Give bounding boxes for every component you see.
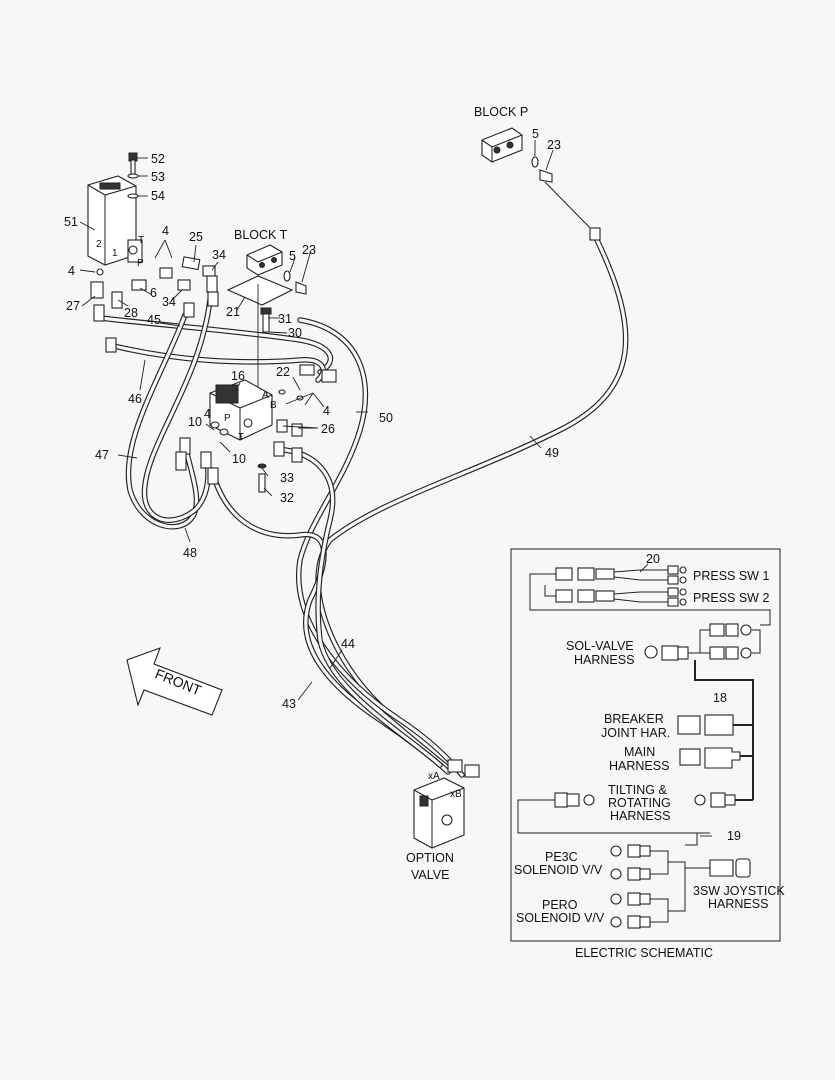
callout-21: 21 xyxy=(226,305,240,319)
port-label-2: 2 xyxy=(96,239,102,250)
press-sw-1-label: PRESS SW 1 xyxy=(693,569,769,583)
option-port-xa: xA xyxy=(428,771,440,782)
block-t-title: BLOCK T xyxy=(234,228,288,242)
sol-valve-harness: SOL-VALVE HARNESS 18 xyxy=(566,623,761,800)
pe3c-label: SOLENOID V/V xyxy=(514,863,603,877)
harness-18-label: 18 xyxy=(713,691,727,705)
valve-port-b: B xyxy=(270,400,277,411)
option-port-xb: xB xyxy=(450,789,462,800)
callout-46: 46 xyxy=(128,392,142,406)
harness-19-label: 19 xyxy=(727,829,741,843)
callout-5: 5 xyxy=(289,249,296,263)
tilting-label: ROTATING xyxy=(608,796,671,810)
callout-31: 31 xyxy=(278,312,292,326)
tilting-label: TILTING & xyxy=(608,783,667,797)
option-valve xyxy=(413,759,480,849)
sol-valve-label: HARNESS xyxy=(574,653,634,667)
callout-50: 50 xyxy=(379,411,393,425)
callout-5: 5 xyxy=(532,127,539,141)
callout-52: 52 xyxy=(151,152,165,166)
pe3c-label: PE3C xyxy=(545,850,578,864)
callout-26: 26 xyxy=(321,422,335,436)
valve-port-p: P xyxy=(224,413,231,424)
callout-44: 44 xyxy=(341,637,355,651)
main-harness-label: MAIN xyxy=(624,745,655,759)
option-valve-title: OPTION xyxy=(406,851,454,865)
main-harness-label: HARNESS xyxy=(609,759,669,773)
valve-port-a: A xyxy=(262,390,269,401)
callout-6: 6 xyxy=(150,286,157,300)
schematic-frame xyxy=(510,548,781,942)
sol-valve-label: SOL-VALVE xyxy=(566,639,634,653)
callout-43: 43 xyxy=(282,697,296,711)
callouts: BLOCK P BLOCK T 52 53 54 51 4 25 34 4 27… xyxy=(64,105,561,882)
callout-34: 34 xyxy=(212,248,226,262)
callout-45: 45 xyxy=(147,313,161,327)
harness-connectors-18: BREAKER JOINT HAR. MAIN HARNESS TILTING … xyxy=(601,712,753,823)
breaker-label: BREAKER xyxy=(604,712,664,726)
hose-47 xyxy=(125,312,200,530)
port-label-1: 1 xyxy=(112,248,118,259)
callout-28: 28 xyxy=(124,306,138,320)
callout-48: 48 xyxy=(183,546,197,560)
press-switch-group: 20 PRESS SW 1 PRESS SW 2 xyxy=(529,552,771,626)
callout-47: 47 xyxy=(95,448,109,462)
fittings xyxy=(90,256,337,485)
joystick-label: 3SW JOYSTICK xyxy=(693,884,785,898)
callout-4: 4 xyxy=(162,224,169,238)
callout-49: 49 xyxy=(545,446,559,460)
option-valve-title: VALVE xyxy=(411,868,449,882)
leader-lines xyxy=(79,140,554,701)
hose-50 xyxy=(296,317,465,778)
block-t xyxy=(226,244,307,420)
joystick-label: HARNESS xyxy=(708,897,768,911)
pilot-valve-51 xyxy=(87,152,143,276)
solenoid-valve-16 xyxy=(209,379,304,493)
callout-10: 10 xyxy=(188,415,202,429)
front-arrow: FRONT xyxy=(126,647,223,716)
hose-45 xyxy=(97,315,334,375)
port-label-p: P xyxy=(137,258,144,269)
valve-port-t: T xyxy=(238,432,244,443)
callout-54: 54 xyxy=(151,189,165,203)
callout-30: 30 xyxy=(288,326,302,340)
callout-10: 10 xyxy=(232,452,246,466)
pero-label: SOLENOID V/V xyxy=(516,911,605,925)
breaker-label: JOINT HAR. xyxy=(601,726,670,740)
schematic-title: ELECTRIC SCHEMATIC xyxy=(575,946,713,960)
callout-33: 33 xyxy=(280,471,294,485)
callout-23: 23 xyxy=(302,243,316,257)
harness-20-label: 20 xyxy=(646,552,660,566)
tilting-label: HARNESS xyxy=(610,809,670,823)
hoses xyxy=(97,237,629,778)
pero-label: PERO xyxy=(542,898,578,912)
harness-19: 19 PE3C SOLENOID V/V PERO SO xyxy=(514,792,785,929)
callout-4: 4 xyxy=(323,404,330,418)
callout-27: 27 xyxy=(66,299,80,313)
callout-34: 34 xyxy=(162,295,176,309)
callout-16: 16 xyxy=(231,369,245,383)
callout-22: 22 xyxy=(276,365,290,379)
hose-46 xyxy=(107,342,326,383)
hose-43-44 xyxy=(209,447,451,775)
hose-48 xyxy=(141,297,213,523)
callout-4: 4 xyxy=(68,264,75,278)
callout-51: 51 xyxy=(64,215,78,229)
press-sw-2-label: PRESS SW 2 xyxy=(693,591,769,605)
block-p xyxy=(481,127,601,241)
callout-23: 23 xyxy=(547,138,561,152)
hose-49 xyxy=(315,237,629,771)
callout-4: 4 xyxy=(204,407,211,421)
callout-25: 25 xyxy=(189,230,203,244)
electric-schematic: ELECTRIC SCHEMATIC 20 PRESS SW xyxy=(510,548,785,960)
port-label-t: T xyxy=(138,235,144,246)
callout-32: 32 xyxy=(280,491,294,505)
block-p-title: BLOCK P xyxy=(474,105,528,119)
callout-53: 53 xyxy=(151,170,165,184)
